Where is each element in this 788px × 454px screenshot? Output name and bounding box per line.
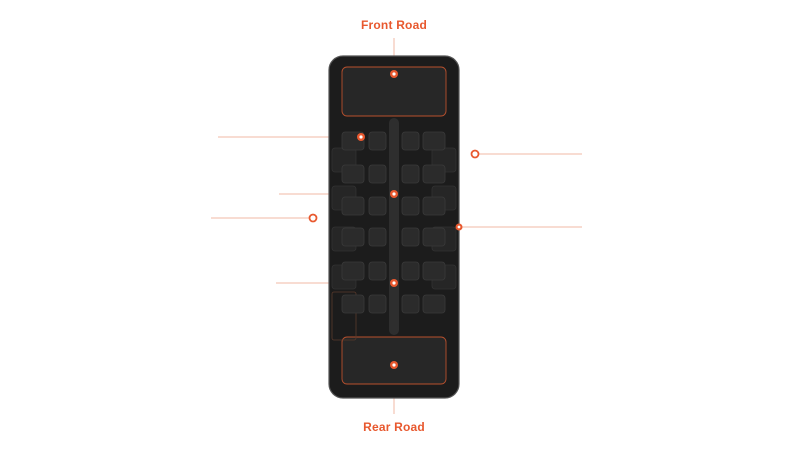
marker-center	[390, 190, 398, 198]
markers	[308, 70, 480, 369]
marker-outside-right	[470, 149, 480, 159]
seat-block	[341, 227, 365, 247]
seat-block	[401, 294, 420, 314]
seat-block	[401, 227, 420, 247]
side-panel	[331, 291, 357, 341]
seat-block	[422, 131, 446, 151]
seat-block	[341, 196, 365, 216]
seat-block	[401, 131, 420, 151]
seat-block	[422, 227, 446, 247]
front-road-label: Front Road	[361, 18, 427, 32]
seat-block	[341, 261, 365, 281]
marker-outside-left	[308, 213, 318, 223]
seat-block	[341, 294, 365, 314]
marker-right-edge	[455, 223, 463, 231]
seat-block	[368, 131, 387, 151]
seat-block	[422, 164, 446, 184]
seat-block	[341, 164, 365, 184]
marker-rear-zone	[390, 361, 398, 369]
marker-front-zone	[390, 70, 398, 78]
marker-lower	[390, 279, 398, 287]
rear-zone	[341, 336, 447, 385]
seat-block	[401, 196, 420, 216]
central-aisle	[389, 118, 399, 335]
seat-block	[368, 164, 387, 184]
rear-road-label: Rear Road	[363, 420, 425, 434]
seat-block	[422, 294, 446, 314]
seat-block	[368, 196, 387, 216]
seat-block	[422, 261, 446, 281]
seat-grid	[341, 131, 446, 314]
marker-seat-upper	[357, 133, 365, 141]
front-zone	[341, 66, 447, 117]
seat-block	[422, 196, 446, 216]
seat-block	[401, 261, 420, 281]
seat-block	[401, 164, 420, 184]
seat-block	[368, 294, 387, 314]
seat-block	[368, 227, 387, 247]
seat-block	[368, 261, 387, 281]
